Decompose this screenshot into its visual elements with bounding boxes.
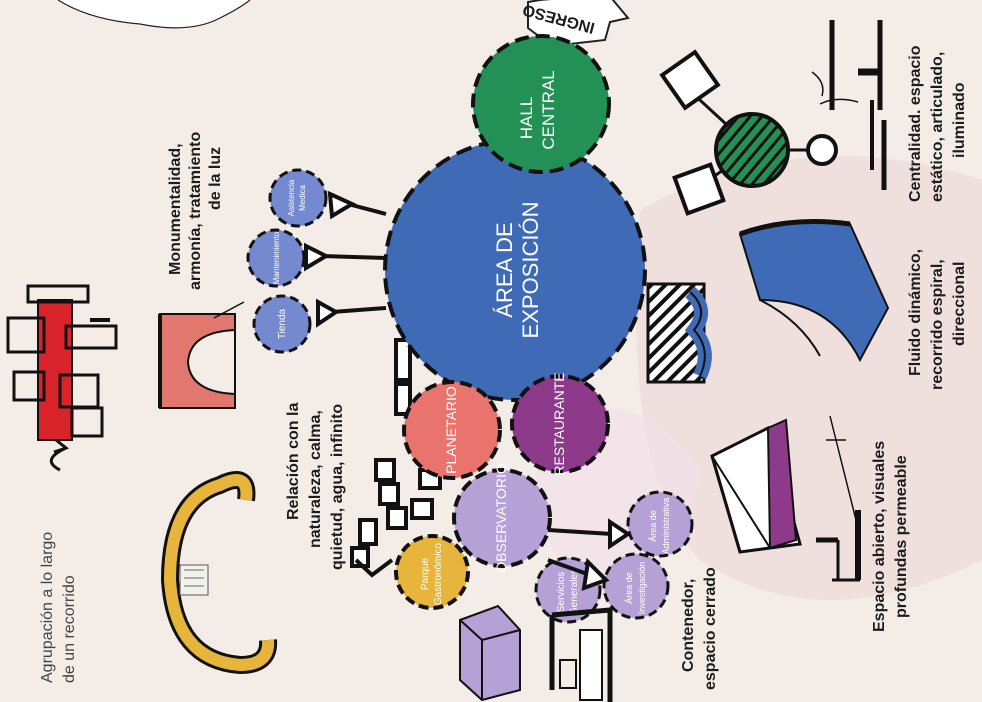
exposicion-line-1: ÁREA DE [492, 222, 517, 317]
annotation-monumentalidad: Monumentalidad, armonía, tratamiento de … [167, 132, 224, 290]
arrows-left [304, 190, 387, 328]
ramp-sketch [646, 219, 890, 384]
annotation-espacio-abierto: Espacio abierto, visuales profundas perm… [871, 441, 910, 632]
hall-schematic [659, 49, 838, 216]
servicios-line-1: Servicios [556, 572, 567, 613]
observatorio-label: OBSERVATORIO [493, 463, 509, 573]
fluido-line-1: Fluido dinámico, [907, 249, 924, 376]
investigacion-line-2: Investigación [637, 562, 647, 615]
tienda-label: Tienda [277, 308, 288, 339]
servicios-line-2: Generales [569, 569, 580, 615]
espacio-line-1: Espacio abierto, visuales [871, 441, 888, 632]
fluido-line-2: recorrido espiral, [929, 259, 946, 390]
hall-line-1: HALL [517, 97, 536, 140]
restaurante-label: RESTAURANTE [551, 372, 567, 475]
administrativa-line-2: Administrativa [661, 498, 671, 555]
ring-sketch [160, 471, 278, 675]
monumentalidad-line-1: Monumentalidad, [167, 143, 184, 275]
node-area-exposicion: ÁREA DE EXPOSICIÓN [383, 138, 647, 402]
box-sketch [459, 604, 521, 702]
container-sketch [549, 607, 613, 702]
node-hall-central: HALL CENTRAL [471, 34, 611, 174]
espacio-line-2: profundas permeable [893, 455, 910, 618]
exposicion-line-2: EXPOSICIÓN [518, 202, 543, 339]
annotation-fluido: Fluido dinámico, recorrido espiral, dire… [907, 249, 968, 390]
node-asistencia-medica: Asistencia Medica [268, 168, 328, 228]
centralidad-line-1: Centralidad. espacio [907, 45, 924, 202]
node-area-administrativa: Área de Administrativa [626, 490, 694, 558]
node-mantenimiento: Mantenimiento [246, 228, 306, 288]
annotation-relacion: Relación con la naturaleza, calma, quiet… [285, 403, 346, 570]
contenedor-line-1: Contenedor, [680, 579, 697, 672]
sketch-blob [57, 0, 251, 29]
planetario-label: PLANETARIO [443, 386, 459, 474]
asistencia-label-1: Asistencia [287, 179, 296, 216]
open-space-sketch [710, 418, 802, 554]
node-restaurante: RESTAURANTE [510, 372, 610, 476]
agrupacion-line-1: Agrupación a lo largo [39, 532, 56, 683]
node-parque-gastronomico: Parque Gastronómico [394, 534, 470, 610]
centralidad-line-3: iluminado [951, 82, 968, 158]
monumentalidad-line-3: de la luz [207, 147, 224, 210]
annotation-agrupacion: Agrupación a lo largo de un recorrido [39, 532, 78, 683]
arrows-bottom [547, 518, 632, 592]
annotation-centralidad: Centralidad. espacio estático, articulad… [907, 45, 968, 202]
investigacion-line-1: Área de [624, 572, 634, 604]
annotation-contenedor: Contenedor, espacio cerrado [680, 567, 719, 690]
centralidad-line-2: estático, articulado, [929, 52, 946, 202]
node-tienda: Tienda [252, 294, 312, 354]
monumentalidad-line-2: armonía, tratamiento [187, 132, 204, 290]
open-space-plan [816, 415, 861, 582]
fluido-line-3: direccional [951, 262, 968, 346]
node-planetario: PLANETARIO [402, 380, 502, 480]
node-area-investigacion: Área de Investigación [602, 552, 670, 620]
parque-line-1: Parque [420, 557, 431, 590]
grouping-sketch [6, 284, 118, 472]
zigzag-walls [350, 338, 442, 578]
hall-line-2: CENTRAL [539, 70, 558, 149]
relacion-line-1: Relación con la [285, 403, 302, 520]
administrativa-line-1: Área de [648, 510, 658, 542]
agrupacion-line-2: de un recorrido [61, 575, 78, 683]
arch-sketch [158, 301, 245, 409]
mantenimiento-label: Mantenimiento [272, 231, 281, 284]
relacion-line-2: naturaleza, calma, [307, 410, 324, 548]
centrality-sketch [811, 20, 887, 190]
asistencia-label-2: Medica [298, 185, 307, 211]
parque-line-2: Gastronómico [433, 542, 444, 605]
relacion-line-3: quietud, agua, infinito [329, 404, 346, 570]
node-observatorio: OBSERVATORIO [452, 463, 552, 573]
contenedor-line-2: espacio cerrado [702, 567, 719, 690]
entrance-arrow: INGRESO [521, 0, 630, 48]
